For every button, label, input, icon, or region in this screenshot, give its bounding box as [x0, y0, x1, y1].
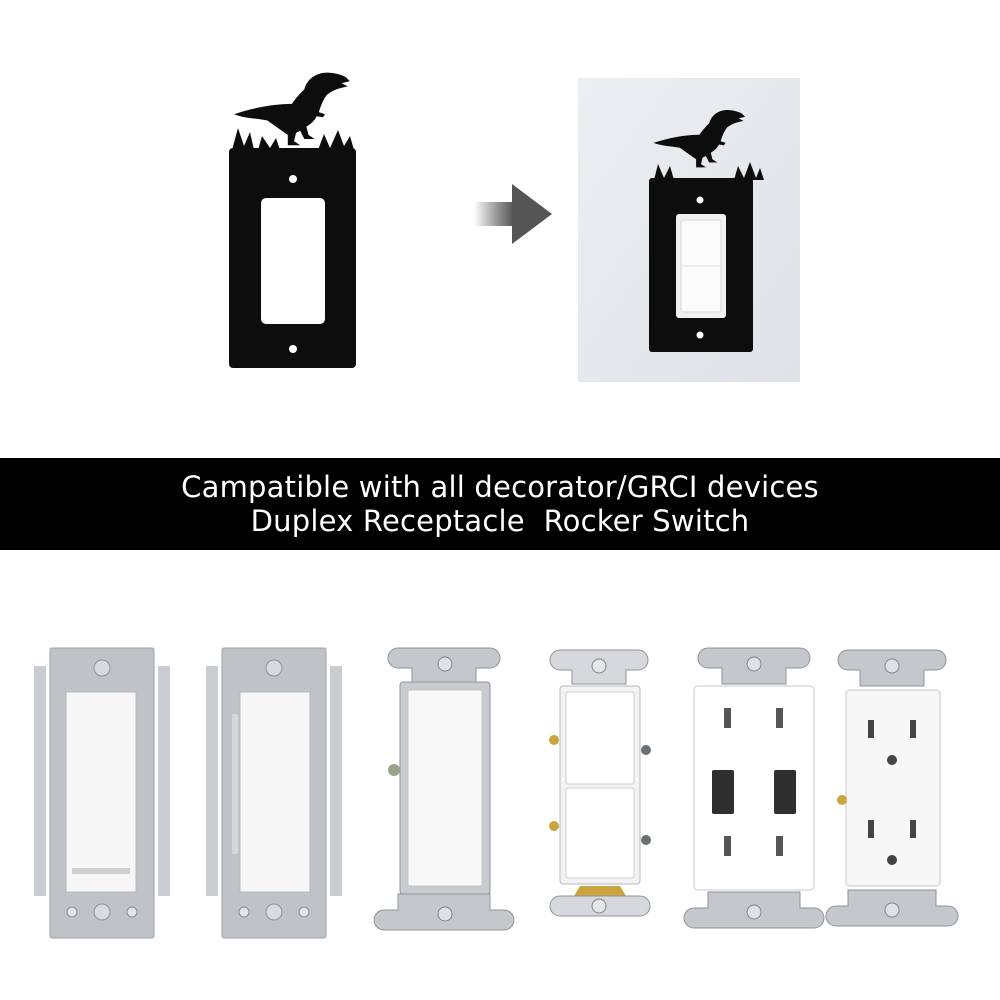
t-rex-icon — [234, 72, 350, 146]
arrow-right-icon — [474, 184, 552, 244]
cover-plate-standalone — [229, 72, 356, 368]
device-usb-receptacle — [683, 647, 825, 929]
compatibility-banner: Campatible with all decorator/GRCI devic… — [0, 458, 1000, 550]
product-illustration — [0, 0, 1000, 440]
banner-line-2: Duplex Receptacle Rocker Switch — [250, 504, 750, 538]
device-dimmer-2 — [206, 647, 342, 939]
cover-plate-installed — [578, 78, 800, 382]
banner-line-1: Campatible with all decorator/GRCI devic… — [181, 470, 819, 504]
device-dimmer-1 — [34, 647, 170, 939]
device-duplex-receptacle — [825, 649, 959, 927]
compatible-devices — [0, 630, 1000, 950]
device-double-rocker — [549, 649, 651, 917]
device-rocker-switch — [373, 647, 515, 931]
